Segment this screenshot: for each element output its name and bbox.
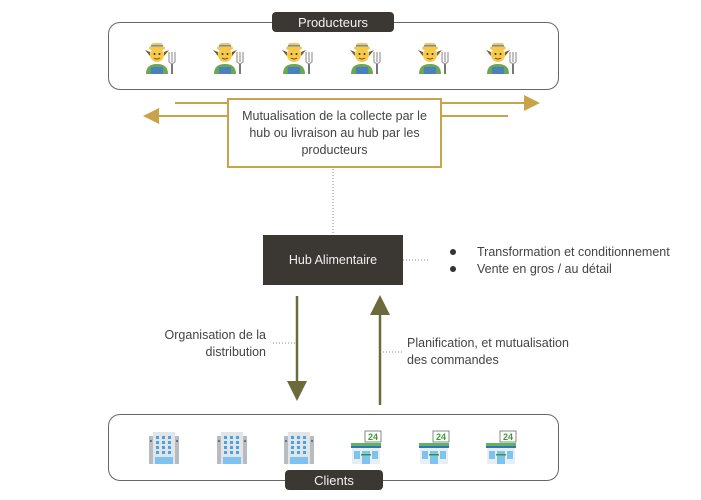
collection-text: Mutualisation de la collecte par le hub … [242,108,427,157]
svg-text:24: 24 [436,432,446,442]
farmer-icon [484,40,518,74]
producers-label: Producteurs [272,12,394,32]
orders-line1: Planification, et mutualisation [407,336,569,350]
clients-group [108,414,559,481]
office-building-icon [147,430,181,464]
orders-line2: des commandes [407,353,499,367]
distribution-line2: distribution [205,345,266,359]
convenience-store-icon: 24 [484,430,518,464]
hub-bullet-2: Vente en gros / au détail [477,262,612,276]
convenience-store-icon: 24 [349,430,383,464]
hub-bullet-1: Transformation et conditionnement [477,245,670,259]
convenience-store-icon: 24 [417,430,451,464]
hub-box: Hub Alimentaire [263,235,403,285]
distribution-line1: Organisation de la [164,328,266,342]
orders-label: Planification, et mutualisation des comm… [407,335,569,369]
farmer-icon [280,40,314,74]
farmer-icon [348,40,382,74]
collection-box: Mutualisation de la collecte par le hub … [227,98,442,168]
distribution-label: Organisation de la distribution [165,327,266,361]
clients-label: Clients [285,470,383,490]
farmer-icon [211,40,245,74]
producers-group [108,22,559,90]
farmer-icon [143,40,177,74]
office-building-icon [282,430,316,464]
office-building-icon [215,430,249,464]
farmer-icon [416,40,450,74]
svg-text:24: 24 [368,432,378,442]
svg-text:24: 24 [503,432,513,442]
